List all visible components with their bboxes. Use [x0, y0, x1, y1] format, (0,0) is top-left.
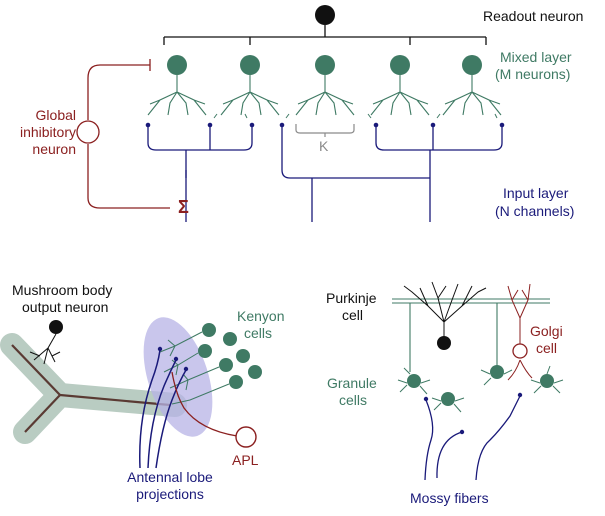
- readout-ticks: [163, 37, 487, 45]
- antennal-label-1: Antennal lobe: [127, 469, 213, 485]
- mixed-neuron: [295, 55, 355, 116]
- purkinje-cell: [437, 336, 451, 350]
- granule-label-2: cells: [339, 392, 368, 408]
- antennal-label-2: projections: [136, 486, 204, 502]
- mixed-layer-count: (M neurons): [495, 66, 571, 82]
- granule-axons: [409, 303, 498, 372]
- mushroom-body-axon: [11, 344, 171, 433]
- mixed-neuron: [147, 55, 207, 116]
- mossy-fibers-label: Mossy fibers: [410, 490, 489, 506]
- granule-cells: [407, 365, 554, 406]
- purkinje-dendrites: [403, 281, 487, 340]
- input-layer-count: (N channels): [495, 203, 575, 219]
- k-bracket: [295, 124, 355, 137]
- parallel-fibers: [392, 298, 550, 304]
- antennal-synapses: [157, 346, 189, 372]
- kenyon-cells: [198, 323, 262, 389]
- mbon-dendrites: [29, 333, 61, 365]
- mixed-neuron: [370, 55, 430, 116]
- apl-process: [171, 371, 238, 437]
- sigma-label: Σ: [178, 197, 189, 217]
- antennal-projections: [139, 349, 187, 469]
- golgi-dendrites: [507, 283, 533, 381]
- input-layer: [147, 126, 503, 222]
- golgi-label-2: cell: [536, 340, 558, 356]
- global-label-3: neuron: [32, 141, 76, 157]
- mossy-fibers: [424, 395, 521, 481]
- mbon-label-2: output neuron: [22, 299, 109, 315]
- mbon-label-1: Mushroom body: [12, 282, 113, 298]
- global-label-1: Global: [35, 107, 76, 123]
- mixed-layer-label: Mixed layer: [500, 49, 572, 65]
- golgi-label-1: Golgi: [530, 323, 563, 339]
- granule-label-1: Granule: [327, 375, 377, 391]
- mixed-layer: [147, 55, 502, 116]
- purkinje-label-1: Purkinje: [326, 290, 377, 306]
- readout-neuron-label: Readout neuron: [483, 8, 584, 24]
- purkinje-label-2: cell: [342, 307, 364, 323]
- inhibitory-loop: [87, 59, 170, 209]
- input-layer-label: Input layer: [503, 185, 569, 201]
- global-label-2: inhibitory: [19, 124, 76, 140]
- global-inhibitory-neuron: [76, 120, 100, 144]
- k-label: K: [319, 138, 329, 154]
- mixed-neuron: [220, 55, 280, 116]
- mixed-neuron: [442, 55, 502, 116]
- kenyon-label-1: Kenyon: [237, 308, 285, 324]
- mossy-synapses: [423, 392, 523, 435]
- granule-dendrites: [397, 365, 564, 413]
- input-synapses: [145, 122, 505, 128]
- kenyon-label-2: cells: [244, 325, 273, 341]
- apl-neuron: [235, 426, 257, 448]
- dendrite-tips: [213, 113, 498, 119]
- readout-neuron: [315, 5, 335, 25]
- apl-label: APL: [232, 452, 259, 468]
- mbon-neuron: [49, 320, 63, 334]
- golgi-cell: [512, 343, 528, 359]
